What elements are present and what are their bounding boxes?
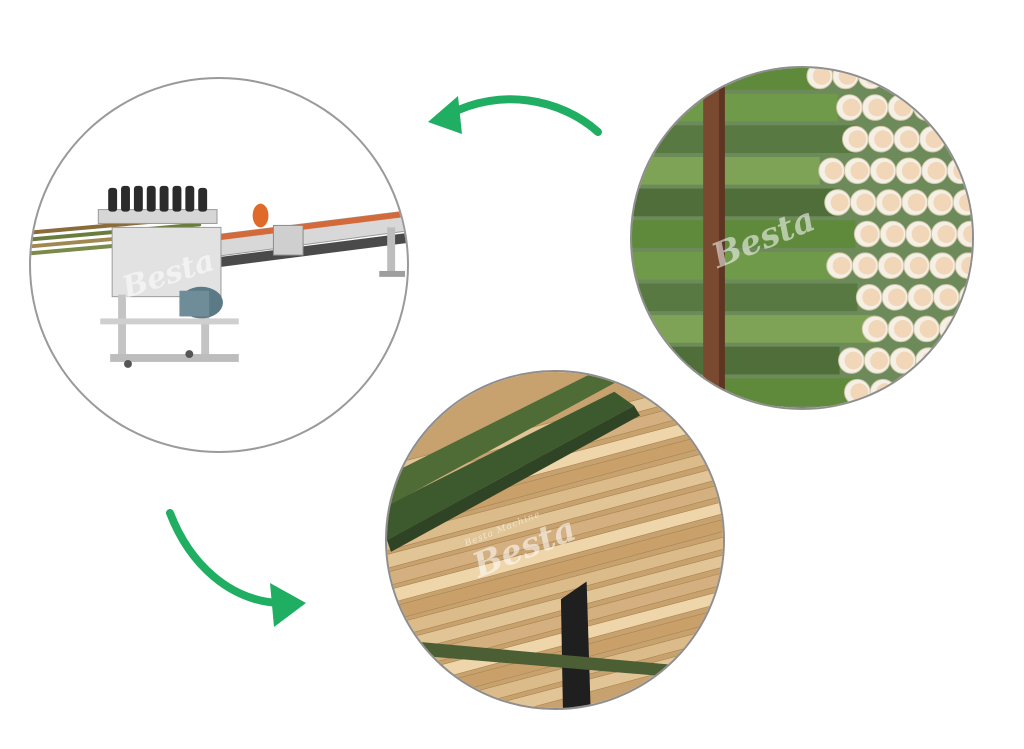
bamboo-tube-end bbox=[970, 133, 972, 146]
bamboo-tube-end bbox=[964, 95, 972, 120]
bamboo-tube-hollow bbox=[945, 320, 964, 338]
bamboo-tube-hollow bbox=[913, 288, 932, 307]
bamboo-tube-hollow bbox=[889, 68, 908, 85]
bamboo-tube-hollow bbox=[907, 193, 926, 212]
bamboo-strip bbox=[387, 465, 723, 569]
bamboo-tube-hollow bbox=[937, 225, 956, 243]
bamboo-tube-hollow bbox=[919, 320, 938, 338]
bamboo-tube-hollow bbox=[870, 351, 888, 370]
bamboo-strip bbox=[387, 554, 723, 658]
bamboo-tube-hollow bbox=[971, 324, 972, 334]
bamboo-tube-hollow bbox=[959, 193, 972, 212]
bamboo-tube-end bbox=[964, 316, 972, 341]
bamboo-tube-hollow bbox=[953, 161, 972, 180]
bamboo-tube-hollow bbox=[893, 320, 912, 338]
bamboo-tube-hollow bbox=[856, 193, 875, 212]
bamboo-tube bbox=[632, 156, 820, 185]
bamboo-tube-hollow bbox=[971, 103, 972, 112]
bamboo-tube-hollow bbox=[812, 68, 831, 85]
machine-image: Besta bbox=[29, 77, 409, 453]
bamboo-strip bbox=[387, 448, 723, 551]
bamboo-tube-hollow bbox=[915, 68, 934, 85]
bamboo-tube-hollow bbox=[909, 256, 928, 275]
bamboo-tube-hollow bbox=[830, 193, 849, 212]
bamboo-tube-hollow bbox=[842, 98, 861, 117]
bamboo-tube-hollow bbox=[824, 161, 843, 180]
bamboo-tube-hollow bbox=[947, 351, 966, 370]
bamboo-tube-hollow bbox=[838, 68, 857, 85]
bamboo-tube bbox=[632, 68, 820, 90]
bamboo-tube-hollow bbox=[858, 256, 877, 275]
bamboo-tubes-photo bbox=[632, 68, 972, 408]
bamboo-tube-hollow bbox=[927, 383, 946, 402]
bamboo-tube bbox=[632, 251, 840, 280]
bamboo-tube-hollow bbox=[961, 256, 972, 275]
bamboo-tube-hollow bbox=[945, 98, 964, 117]
bamboo-tube-hollow bbox=[911, 225, 930, 243]
bamboo-tube-hollow bbox=[953, 383, 972, 402]
bamboo-tube-hollow bbox=[832, 256, 851, 275]
bamboo-tube-hollow bbox=[941, 68, 960, 85]
bamboo-tube-hollow bbox=[963, 225, 972, 243]
bamboo-tube-hollow bbox=[901, 383, 920, 402]
bamboo-strip bbox=[387, 519, 723, 622]
bamboo-tube-hollow bbox=[860, 225, 879, 243]
bamboo-tube-hollow bbox=[884, 256, 902, 275]
bamboo-tube-hollow bbox=[933, 193, 952, 212]
bamboo-tube bbox=[632, 188, 838, 217]
bamboo-strips-image: Besta Machine Besta bbox=[385, 370, 725, 710]
bamboo-tube-hollow bbox=[862, 288, 881, 307]
bamboo-tube-hollow bbox=[893, 98, 912, 117]
arrow-right-icon bbox=[166, 509, 306, 627]
bamboo-tube-hollow bbox=[939, 288, 958, 307]
bamboo-tube-hollow bbox=[844, 351, 863, 370]
bamboo-strip bbox=[387, 536, 723, 640]
bamboo-strip bbox=[387, 483, 723, 587]
bamboo-tubes-image: Besta bbox=[630, 66, 974, 410]
bamboo-tube-hollow bbox=[927, 161, 946, 180]
bamboo-strips-photo bbox=[387, 372, 723, 708]
bamboo-tube-hollow bbox=[876, 383, 894, 402]
bamboo-tube bbox=[632, 125, 856, 153]
bamboo-tube-hollow bbox=[951, 130, 970, 149]
bamboo-tube-end bbox=[966, 349, 972, 372]
bamboo-tube-hollow bbox=[887, 288, 906, 307]
bamboo-tube-hollow bbox=[868, 98, 887, 117]
bamboo-tube-hollow bbox=[864, 68, 883, 85]
bamboo-tube-hollow bbox=[901, 161, 920, 180]
bamboo-tube-hollow bbox=[848, 130, 867, 149]
bamboo-splitting-machine-illustration bbox=[31, 185, 407, 368]
bamboo-tube-hollow bbox=[935, 256, 954, 275]
bamboo-tube-hollow bbox=[874, 130, 892, 149]
bamboo-tube-hollow bbox=[899, 130, 918, 149]
bamboo-tube-hollow bbox=[868, 320, 887, 338]
bamboo-tube-hollow bbox=[882, 193, 900, 212]
bamboo-tube-hollow bbox=[850, 161, 869, 180]
bamboo-tube bbox=[632, 283, 858, 312]
arrow-left-icon bbox=[428, 95, 602, 136]
bamboo-tube-hollow bbox=[886, 225, 904, 243]
bamboo-tube bbox=[632, 346, 840, 375]
bamboo-tube-hollow bbox=[921, 351, 940, 370]
bamboo-tube bbox=[632, 315, 876, 343]
bamboo-tube bbox=[632, 220, 856, 248]
bamboo-tube-hollow bbox=[965, 288, 972, 306]
bamboo-tube-hollow bbox=[895, 351, 914, 370]
bamboo-strip bbox=[387, 501, 723, 605]
bamboo-tube-hollow bbox=[925, 130, 944, 149]
bamboo-strip bbox=[387, 590, 723, 694]
bamboo-tube-hollow bbox=[919, 98, 938, 117]
bamboo-tube bbox=[632, 93, 838, 122]
bamboo-tube-hollow bbox=[876, 161, 894, 180]
bamboo-tube-hollow bbox=[850, 383, 869, 402]
